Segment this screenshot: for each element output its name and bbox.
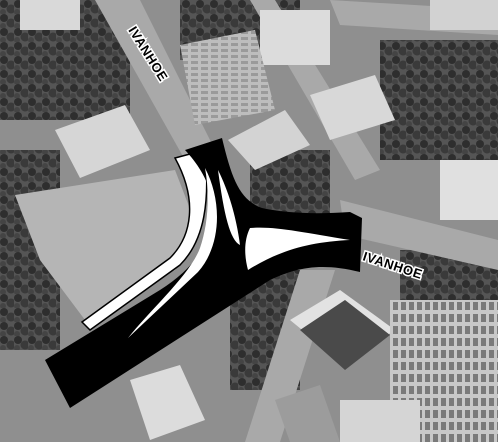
building-ne-1 <box>310 75 395 140</box>
building-se-1 <box>340 400 420 442</box>
road-surface <box>45 138 362 408</box>
parking-lot-se <box>390 300 498 400</box>
building-s-dark <box>300 300 390 370</box>
building-s-gray <box>275 385 340 442</box>
curb-outline <box>80 149 208 331</box>
island-west-splitter <box>128 168 217 338</box>
building-mid-1 <box>228 110 310 170</box>
tree-area-ne <box>380 40 498 160</box>
island-north-splitter <box>218 170 240 245</box>
street-east-aerial <box>340 200 498 270</box>
building-n-1 <box>260 10 330 65</box>
building-top-right <box>430 0 498 30</box>
building-sw-1 <box>130 365 205 440</box>
roundabout-road-overlay <box>45 138 362 408</box>
building-e-1 <box>440 160 498 220</box>
parking-lot-n <box>180 30 275 125</box>
street-ivanhoe-north-aerial <box>95 0 215 160</box>
island-east-splitter <box>245 227 350 270</box>
parking-lot-w <box>15 170 200 320</box>
building-nw-1 <box>20 0 80 30</box>
parking-lot-far-se <box>420 400 498 442</box>
building-w-1 <box>55 105 150 178</box>
